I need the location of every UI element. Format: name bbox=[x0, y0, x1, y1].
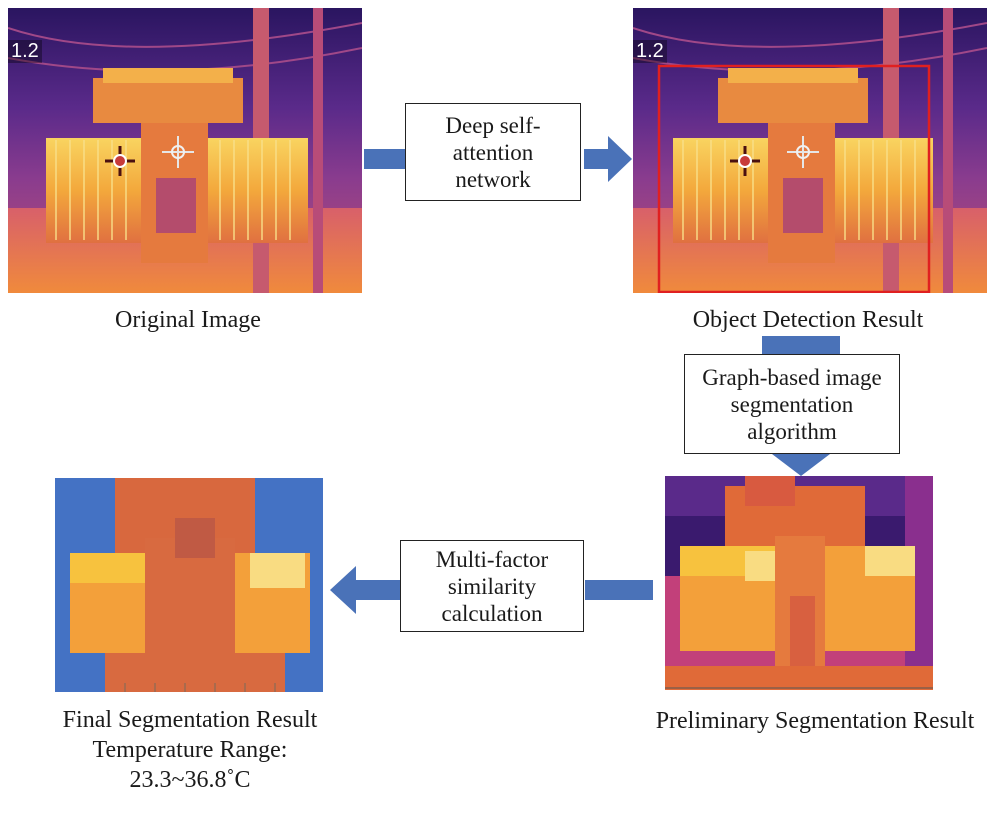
step-multi-factor-similarity: Multi-factor similarity calculation bbox=[400, 540, 584, 632]
step-graph-based-segmentation: Graph-based image segmentation algorithm bbox=[684, 354, 900, 454]
temperature-range-value: 23.3~36.8˚C bbox=[129, 767, 251, 793]
step-label-line: attention bbox=[452, 139, 534, 165]
step-label-line: Deep self- bbox=[445, 112, 541, 138]
detection-bounding-box bbox=[657, 64, 931, 293]
preliminary-segmentation-caption: Preliminary Segmentation Result bbox=[655, 708, 975, 734]
step-label-line: calculation bbox=[441, 600, 543, 626]
step-label-line: similarity bbox=[447, 573, 537, 599]
preliminary-segmentation-image bbox=[665, 476, 933, 690]
final-segmentation-image bbox=[55, 478, 323, 692]
object-detection-image: 1.2 bbox=[633, 8, 987, 293]
step-label-line: Graph-based image bbox=[702, 364, 882, 390]
zoom-label: 1.2 bbox=[633, 40, 667, 63]
arrow-down-icon bbox=[762, 336, 840, 476]
arrow-left-icon bbox=[330, 566, 653, 614]
final-caption-line: Final Segmentation Result bbox=[62, 707, 318, 733]
original-image-caption: Original Image bbox=[115, 307, 261, 333]
step-label-line: Multi-factor bbox=[435, 546, 549, 572]
temperature-range-label: Temperature Range: bbox=[92, 737, 288, 763]
step-label-line: segmentation bbox=[730, 391, 854, 417]
step-deep-self-attention-network: Deep self- attention network bbox=[405, 103, 581, 201]
step-label-line: algorithm bbox=[747, 418, 837, 444]
step-label-line: network bbox=[455, 166, 531, 192]
zoom-label: 1.2 bbox=[8, 40, 42, 63]
arrow-right-icon bbox=[364, 136, 632, 182]
original-thermal-image: 1.2 bbox=[8, 8, 362, 293]
object-detection-caption: Object Detection Result bbox=[692, 307, 924, 333]
final-segmentation-caption: Final Segmentation Result Temperature Ra… bbox=[30, 705, 350, 795]
